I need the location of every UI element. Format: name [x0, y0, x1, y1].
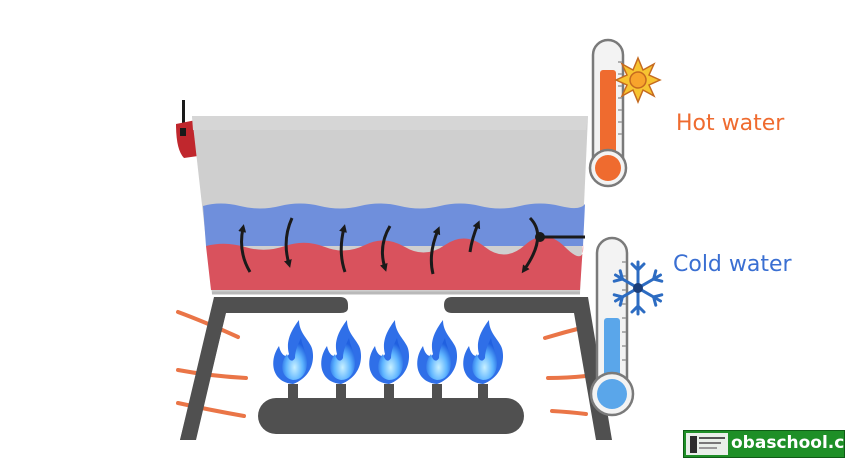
arrow-icon	[379, 225, 392, 272]
flame-icon	[369, 320, 410, 384]
stove-stand	[180, 297, 612, 440]
logo-icon	[686, 433, 728, 455]
sun-icon	[614, 56, 662, 104]
arrow-icon	[284, 217, 294, 268]
flame-icon	[321, 320, 362, 384]
cold-water-layer	[203, 203, 585, 246]
probe	[535, 232, 585, 242]
flames	[273, 320, 504, 384]
hot-water-layer	[206, 236, 584, 290]
flame-icon	[273, 320, 314, 384]
arrow-icon	[429, 226, 441, 275]
arrow-icon	[339, 224, 347, 273]
snowflake-icon	[612, 260, 664, 316]
arrow-icon	[238, 224, 252, 273]
hot-water-label: Hot water	[676, 111, 785, 136]
thermometer-icon	[588, 38, 628, 188]
watermark-text: obaschool.com	[731, 433, 852, 453]
cold-water-label: Cold water	[673, 252, 792, 277]
pot-handle	[176, 100, 198, 158]
thermometer-icon	[589, 236, 635, 417]
watermark: obaschool.com	[683, 430, 852, 458]
arrow-icon	[468, 220, 481, 253]
burner	[258, 384, 524, 434]
flame-icon	[417, 320, 458, 384]
flame-icon	[463, 320, 504, 384]
